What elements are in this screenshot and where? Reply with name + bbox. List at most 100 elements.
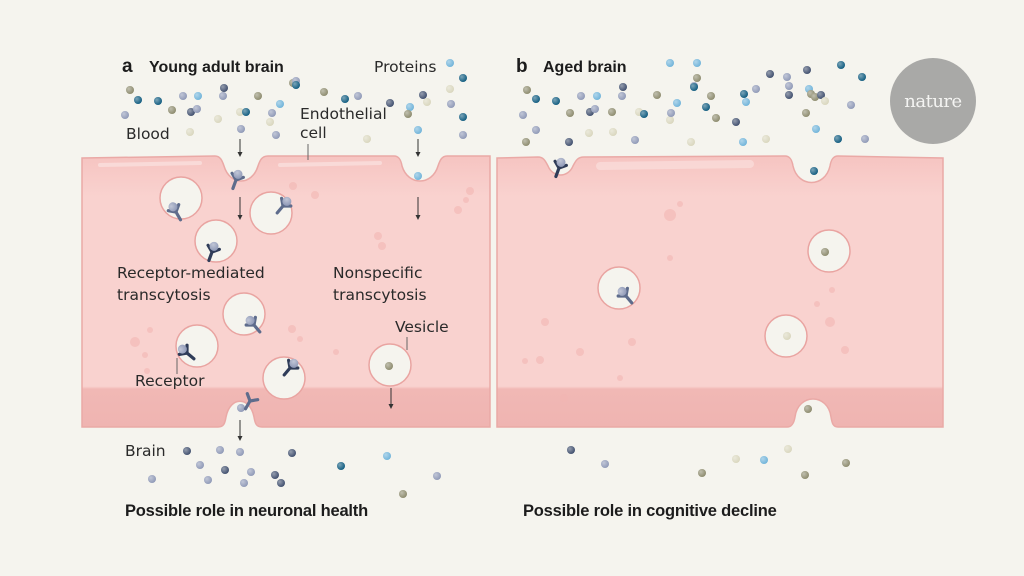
protein-dot bbox=[760, 456, 768, 464]
protein-dot bbox=[693, 59, 701, 67]
protein-dot bbox=[247, 468, 255, 476]
protein-dot bbox=[187, 108, 195, 116]
protein-dot bbox=[810, 167, 818, 175]
protein-dot bbox=[214, 115, 222, 123]
speckle bbox=[463, 197, 469, 203]
protein-dot bbox=[707, 92, 715, 100]
brain-label: Brain bbox=[125, 442, 166, 460]
receptor-mediated-label-line1: Receptor-mediated bbox=[117, 264, 265, 282]
receptor-icon bbox=[243, 392, 260, 411]
protein-dot bbox=[404, 110, 412, 118]
protein-dot bbox=[179, 92, 187, 100]
protein-dot bbox=[363, 135, 371, 143]
protein-dot bbox=[785, 91, 793, 99]
receptor-icon bbox=[177, 343, 196, 361]
receptor-label: Receptor bbox=[135, 372, 205, 390]
speckle bbox=[311, 191, 319, 199]
speckle bbox=[541, 318, 549, 326]
protein-dot bbox=[216, 446, 224, 454]
speckle bbox=[628, 338, 636, 346]
panel-a-title: Young adult brain bbox=[149, 59, 284, 76]
panel-b-caption: Possible role in cognitive decline bbox=[523, 502, 777, 520]
vesicle bbox=[597, 266, 641, 310]
arrow-down-icon bbox=[237, 197, 243, 220]
receptor-icon bbox=[275, 196, 293, 215]
speckle bbox=[829, 287, 835, 293]
protein-dot bbox=[619, 83, 627, 91]
protein-dot bbox=[752, 85, 760, 93]
protein-dot bbox=[693, 74, 701, 82]
protein-dot bbox=[766, 70, 774, 78]
vesicle bbox=[175, 324, 219, 368]
protein-dot bbox=[618, 92, 626, 100]
protein-dot bbox=[817, 91, 825, 99]
protein-dot bbox=[399, 490, 407, 498]
protein-dot bbox=[742, 98, 750, 106]
protein-dot bbox=[459, 131, 467, 139]
panel-a-caption: Possible role in neuronal health bbox=[125, 502, 368, 520]
protein-dot bbox=[591, 105, 599, 113]
protein-dot bbox=[847, 101, 855, 109]
protein-dot bbox=[386, 99, 394, 107]
protein-dot bbox=[433, 472, 441, 480]
nonspecific-label-line2: transcytosis bbox=[333, 286, 427, 304]
protein-dot bbox=[242, 108, 250, 116]
protein-dot bbox=[784, 445, 792, 453]
protein-dot bbox=[292, 81, 300, 89]
speckle bbox=[814, 301, 820, 307]
speckle bbox=[297, 336, 303, 342]
speckle bbox=[841, 346, 849, 354]
speckle bbox=[677, 201, 683, 207]
protein-dot bbox=[702, 103, 710, 111]
protein-dot bbox=[667, 109, 675, 117]
nature-logo-text: nature bbox=[904, 90, 962, 112]
vesicle bbox=[807, 229, 851, 273]
protein-dot bbox=[653, 91, 661, 99]
protein-dot bbox=[148, 475, 156, 483]
protein-dot bbox=[801, 471, 809, 479]
protein-dot bbox=[320, 88, 328, 96]
nature-logo: nature bbox=[890, 58, 976, 144]
panel-b-letter: b bbox=[516, 56, 528, 77]
protein-dot bbox=[608, 108, 616, 116]
protein-dot bbox=[240, 479, 248, 487]
protein-dot bbox=[861, 135, 869, 143]
protein-dot bbox=[522, 138, 530, 146]
protein-dot bbox=[459, 74, 467, 82]
protein-dot bbox=[237, 125, 245, 133]
protein-dot bbox=[690, 83, 698, 91]
speckle bbox=[825, 317, 835, 327]
cell-speckles bbox=[130, 182, 849, 402]
protein-dot bbox=[802, 109, 810, 117]
arrow-down-icon bbox=[237, 139, 243, 157]
receptor-mediated-label-line2: transcytosis bbox=[117, 286, 211, 304]
protein-dot bbox=[631, 136, 639, 144]
protein-dot bbox=[237, 404, 245, 412]
protein-dot bbox=[183, 447, 191, 455]
protein-dot bbox=[288, 449, 296, 457]
protein-dot bbox=[609, 128, 617, 136]
protein-dot bbox=[858, 73, 866, 81]
protein-dot bbox=[446, 85, 454, 93]
protein-dot bbox=[341, 95, 349, 103]
speckle bbox=[378, 242, 386, 250]
receptor-icon bbox=[553, 157, 568, 179]
protein-dot bbox=[186, 128, 194, 136]
protein-dot bbox=[276, 100, 284, 108]
proteins-label: Proteins bbox=[374, 58, 437, 76]
protein-dot bbox=[842, 459, 850, 467]
protein-dot bbox=[739, 138, 747, 146]
leader-lines bbox=[176, 144, 408, 374]
endothelial-label-line2: cell bbox=[300, 124, 327, 142]
speckle bbox=[576, 348, 584, 356]
speckle bbox=[560, 394, 568, 402]
protein-dot bbox=[837, 61, 845, 69]
protein-dot bbox=[121, 111, 129, 119]
protein-dot bbox=[803, 66, 811, 74]
protein-dot bbox=[687, 138, 695, 146]
protein-dot bbox=[423, 98, 431, 106]
protein-dot bbox=[732, 118, 740, 126]
protein-dot bbox=[220, 84, 228, 92]
protein-dot bbox=[834, 135, 842, 143]
